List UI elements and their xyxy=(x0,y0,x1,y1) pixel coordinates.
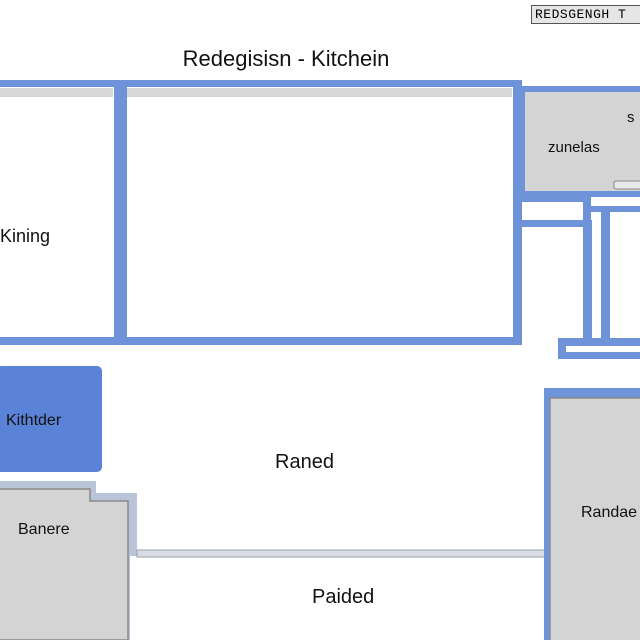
room-label-randae: Randae xyxy=(581,504,638,521)
room-zunelas xyxy=(519,86,640,197)
wall-right-link-v1 xyxy=(583,196,591,222)
wall-corridor-step xyxy=(558,338,566,358)
wall-closet-left xyxy=(601,212,610,346)
room-label-kithtder: Kithtder xyxy=(6,412,62,429)
wall-corridor-bottom xyxy=(558,338,640,346)
room-randae xyxy=(549,397,640,640)
room-label-corner-s: s xyxy=(627,109,635,126)
wall-main-right xyxy=(513,87,522,342)
corner-label: REDSGENGH T xyxy=(531,5,640,24)
room-label-banere: Banere xyxy=(18,521,70,538)
room-banere-fill xyxy=(0,488,129,640)
wall-left-room-right xyxy=(114,87,122,342)
wall-top xyxy=(0,80,522,87)
wall-corridor-right xyxy=(583,220,592,345)
divider-raned-paided xyxy=(136,549,547,558)
room-label-zunelas: zunelas xyxy=(548,139,600,156)
wall-main-left xyxy=(122,87,127,342)
ledge-left xyxy=(0,88,113,97)
ledge-main xyxy=(127,88,512,97)
zunelas-handle xyxy=(613,180,640,190)
wall-corridor-step-bottom xyxy=(558,352,640,359)
room-kithtder xyxy=(0,366,102,472)
wall-corridor-top xyxy=(513,220,591,227)
wall-upper-bottom xyxy=(0,337,522,345)
wall-right-link-shelf xyxy=(591,206,640,212)
plan-title: Redegisisn - Kitchein xyxy=(182,46,390,71)
wall-right-link-top xyxy=(513,196,591,202)
room-label-raned: Raned xyxy=(275,451,334,473)
room-label-kining: Kining xyxy=(0,226,51,246)
room-label-paided: Paided xyxy=(312,586,375,608)
